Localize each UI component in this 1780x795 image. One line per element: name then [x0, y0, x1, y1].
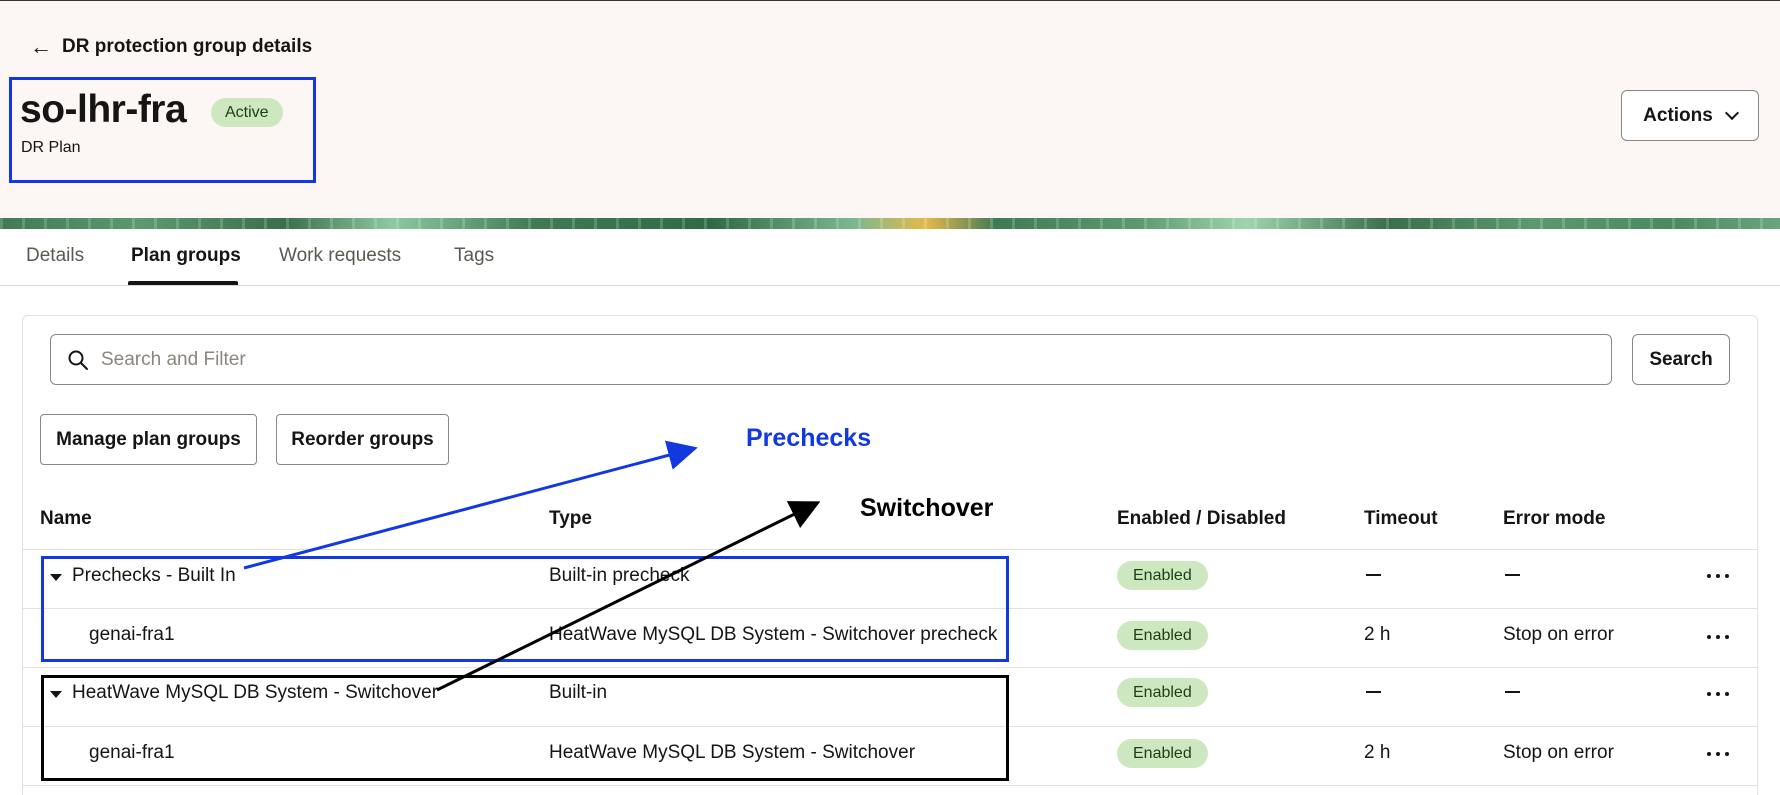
- page-title: so-lhr-fra: [20, 88, 187, 131]
- switchover-annotation-label: Switchover: [860, 494, 994, 522]
- page-subtitle: DR Plan: [21, 139, 81, 156]
- table-divider: [22, 726, 1758, 727]
- enabled-badge: Enabled: [1117, 678, 1208, 707]
- row-timeout-empty: [1366, 691, 1381, 693]
- tab-bar: Details Plan groups Work requests Tags: [0, 229, 1780, 286]
- expand-caret-icon[interactable]: [50, 574, 62, 581]
- column-header-type[interactable]: Type: [549, 508, 592, 529]
- status-badge: Active: [211, 98, 283, 127]
- prechecks-annotation-label: Prechecks: [746, 424, 872, 452]
- more-actions-icon[interactable]: [1703, 627, 1733, 647]
- table-divider: [22, 549, 1758, 550]
- back-link[interactable]: ← DR protection group details: [30, 36, 312, 58]
- column-header-timeout[interactable]: Timeout: [1364, 508, 1438, 529]
- enabled-badge: Enabled: [1117, 621, 1208, 650]
- row-timeout: 2 h: [1364, 742, 1391, 763]
- row-name: Prechecks - Built In: [72, 565, 236, 586]
- switchover-annotation-box: [41, 675, 1009, 781]
- row-name: genai-fra1: [89, 742, 175, 763]
- tab-plan-groups[interactable]: Plan groups: [131, 245, 241, 266]
- row-timeout: 2 h: [1364, 624, 1391, 645]
- table-divider: [22, 667, 1758, 668]
- row-name: HeatWave MySQL DB System - Switchover: [72, 682, 439, 703]
- actions-button-label: Actions: [1643, 104, 1713, 126]
- prechecks-annotation-box: [41, 556, 1009, 662]
- back-link-label: DR protection group details: [62, 36, 313, 57]
- search-button[interactable]: Search: [1632, 334, 1730, 385]
- search-icon: [68, 350, 88, 370]
- enabled-badge: Enabled: [1117, 561, 1208, 590]
- more-actions-icon[interactable]: [1703, 566, 1733, 586]
- row-error-mode: Stop on error: [1503, 624, 1614, 645]
- arrow-left-icon: ←: [30, 34, 52, 59]
- column-header-name[interactable]: Name: [40, 508, 92, 529]
- decorative-banner: [0, 218, 1780, 229]
- tab-details[interactable]: Details: [26, 245, 85, 266]
- row-type: HeatWave MySQL DB System - Switchover: [549, 742, 916, 763]
- row-name: genai-fra1: [89, 624, 175, 645]
- more-actions-icon[interactable]: [1703, 684, 1733, 704]
- actions-button[interactable]: Actions: [1621, 90, 1759, 141]
- row-error-mode: Stop on error: [1503, 742, 1614, 763]
- row-error-mode-empty: [1505, 691, 1520, 693]
- search-input[interactable]: [101, 335, 1601, 384]
- column-header-enabled[interactable]: Enabled / Disabled: [1117, 508, 1286, 529]
- row-timeout-empty: [1366, 574, 1381, 576]
- row-error-mode-empty: [1505, 574, 1520, 576]
- table-divider: [22, 608, 1758, 609]
- more-actions-icon[interactable]: [1703, 744, 1733, 764]
- reorder-groups-button[interactable]: Reorder groups: [276, 414, 449, 465]
- title-annotation-box: [9, 77, 316, 183]
- table-divider: [22, 785, 1758, 786]
- search-box[interactable]: [50, 334, 1612, 385]
- tab-tags[interactable]: Tags: [454, 245, 495, 266]
- enabled-badge: Enabled: [1117, 739, 1208, 768]
- expand-caret-icon[interactable]: [50, 691, 62, 698]
- manage-plan-groups-button[interactable]: Manage plan groups: [40, 414, 257, 465]
- tab-work-requests[interactable]: Work requests: [279, 245, 402, 266]
- active-tab-indicator: [128, 281, 238, 285]
- column-header-error-mode[interactable]: Error mode: [1503, 508, 1606, 529]
- chevron-down-icon: [1724, 105, 1739, 120]
